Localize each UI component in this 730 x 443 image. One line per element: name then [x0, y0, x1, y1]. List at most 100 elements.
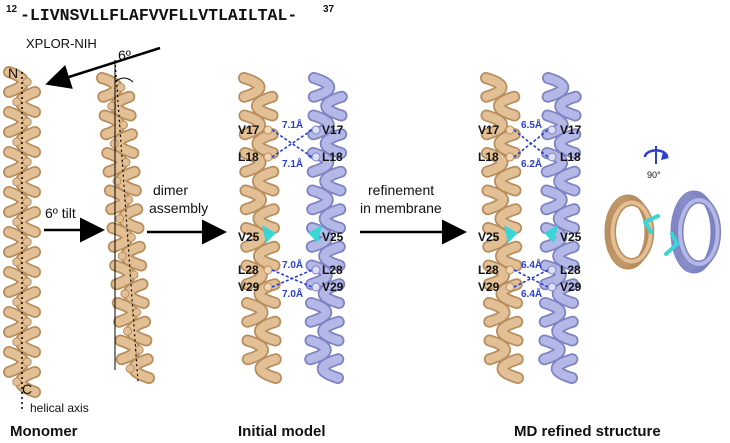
residue-label-right: V25	[322, 230, 344, 244]
method-arrow	[45, 46, 161, 89]
helix-ribbon-highlight	[321, 92, 346, 120]
helix-ribbon-highlight	[16, 167, 40, 197]
residue-atom	[311, 265, 321, 275]
tilted-monomer-helix	[96, 72, 155, 384]
rotation-icon	[643, 146, 669, 164]
helix-ribbon-highlight	[555, 92, 580, 120]
caption-md-refined: MD refined structure	[514, 423, 661, 440]
c-alpha-atom	[22, 197, 32, 207]
c-alpha-atom	[124, 195, 134, 205]
helix-ribbon-highlight	[553, 280, 578, 308]
helix-ribbon-highlight	[484, 261, 509, 289]
distance-label: 6.4Å	[521, 258, 542, 271]
refinement-label-line2: in membrane	[360, 200, 442, 216]
distance-line	[513, 269, 549, 288]
helix-ribbon-highlight	[308, 186, 333, 214]
residue-atom	[263, 282, 273, 292]
helix-ribbon-highlight	[543, 73, 568, 101]
helix-ribbon-highlight	[554, 167, 579, 195]
helix-ribbon-highlight	[239, 73, 264, 101]
distance-line	[271, 269, 313, 288]
end-view-helix-b	[664, 190, 722, 274]
c-alpha-atom	[123, 326, 133, 336]
c-alpha-atom	[22, 357, 32, 367]
helix-ribbon-highlight	[542, 186, 567, 214]
distance-label: 6.5Å	[521, 118, 542, 131]
val25-sidechain	[262, 225, 276, 243]
residue-label-right: L18	[322, 150, 343, 164]
helix-ribbon-highlight	[494, 92, 519, 120]
tilt-angle-label: 6º	[118, 47, 131, 63]
c-alpha-atom	[107, 101, 117, 111]
helix-ribbon-highlight	[16, 207, 40, 237]
residue-atom	[505, 282, 515, 292]
helix-ribbon-highlight	[4, 267, 28, 297]
residue-label-left: L28	[478, 263, 499, 277]
val25-sidechain	[643, 214, 660, 234]
dimer-label-line1: dimer	[153, 182, 188, 198]
residue-label-left: V29	[478, 280, 500, 294]
residue-atom	[505, 265, 515, 275]
helix-ribbon-highlight	[16, 287, 40, 317]
helix-ribbon-highlight	[540, 336, 565, 364]
helix-ribbon-highlight	[498, 355, 523, 383]
tilt-label: 6º tilt	[45, 205, 76, 221]
c-alpha-atom	[116, 82, 126, 92]
c-alpha-atom	[120, 289, 130, 299]
helix-ribbon-highlight	[16, 127, 40, 157]
c-alpha-atom	[12, 257, 22, 267]
helix-ribbon-highlight	[553, 242, 578, 270]
helix-ribbon-highlight	[243, 336, 268, 364]
c-alpha-atom	[12, 377, 22, 387]
distance-label: 6.2Å	[521, 157, 542, 170]
residue-label-right: L28	[322, 263, 343, 277]
residue-label-right: V29	[560, 280, 582, 294]
rotation-label: 90°	[647, 170, 661, 180]
helix-ribbon-highlight	[318, 317, 343, 345]
c-alpha-atom	[22, 317, 32, 327]
residue-label-right: V25	[560, 230, 582, 244]
helix-ribbon-highlight	[495, 130, 520, 158]
residue-atom	[547, 265, 557, 275]
residue-label-left: L28	[238, 263, 259, 277]
c-alpha-atom	[22, 277, 32, 287]
helix-ribbon-highlight	[320, 205, 345, 233]
helix-ribbon-highlight	[496, 242, 521, 270]
helix-ribbon-highlight	[554, 205, 579, 233]
residue-label-right: V17	[322, 123, 344, 137]
distance-label: 7.1Å	[282, 157, 303, 170]
helix-ribbon-highlight	[240, 111, 265, 139]
c-alpha-atom	[22, 77, 32, 87]
c-alpha-atom	[12, 137, 22, 147]
helix-ribbon-highlight	[306, 298, 331, 326]
tilt-angle-arc	[114, 77, 134, 83]
val25-sidechain	[504, 225, 518, 243]
helix-ribbon-highlight	[4, 347, 28, 377]
end-view-helix-a	[604, 194, 660, 270]
helix-ribbon-highlight	[4, 187, 28, 217]
dimer-label-line2: assembly	[149, 200, 208, 216]
monomer-helix	[3, 66, 41, 398]
residue-label-left: V29	[238, 280, 260, 294]
residue-label-right: L28	[560, 263, 581, 277]
helix-ribbon-highlight	[241, 186, 266, 214]
helix-ribbon-highlight	[320, 167, 345, 195]
c-alpha-atom	[12, 337, 22, 347]
distance-line	[271, 129, 313, 158]
helix-ribbon-highlight	[4, 307, 28, 337]
residue-atom	[263, 152, 273, 162]
sequence-start: 12	[6, 4, 18, 15]
residue-atom	[263, 265, 273, 275]
residue-atom	[311, 125, 321, 135]
c-alpha-atom	[12, 297, 22, 307]
residue-label-left: V25	[238, 230, 260, 244]
helix-ribbon-highlight	[242, 261, 267, 289]
helix-ribbon-highlight	[16, 247, 40, 277]
md-helix-b	[538, 72, 582, 384]
c-alpha-atom	[12, 97, 22, 107]
method-label: XPLOR-NIH	[26, 36, 97, 51]
helix-ribbon-highlight	[540, 298, 565, 326]
residue-atom	[505, 125, 515, 135]
residue-atom	[547, 282, 557, 292]
md-helix-a	[480, 72, 524, 384]
